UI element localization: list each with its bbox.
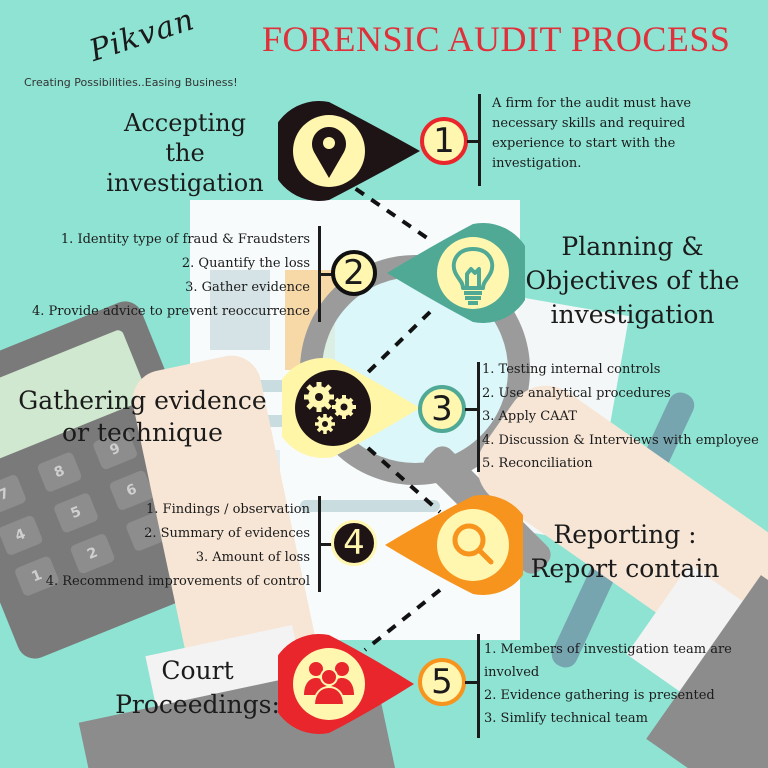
step-3-pin: [282, 358, 420, 458]
heading-line: the investigation: [106, 139, 264, 197]
bracket-bar: [477, 362, 480, 472]
bracket-stub: [467, 140, 479, 143]
paper-line: [300, 500, 440, 512]
step-4-details: 1. Findings / observation 2. Summary of …: [10, 498, 310, 594]
bracket-bar: [318, 226, 321, 322]
bracket-stub: [465, 681, 477, 684]
detail-line: 4. Recommend improvements of control: [45, 574, 310, 589]
detail-line: A firm for the audit must have: [492, 96, 692, 111]
detail-line: 3. Gather evidence: [185, 280, 310, 295]
page-title: FORENSIC AUDIT PROCESS: [262, 19, 731, 59]
step-3-heading: Gathering evidence or technique: [15, 385, 270, 449]
step-1-heading: Accepting the investigation: [90, 108, 280, 198]
step-5-pin: [278, 634, 414, 734]
step-3-details: 1. Testing internal controls 2. Use anal…: [482, 358, 768, 476]
step-4-heading: Reporting : Report contain: [520, 518, 730, 586]
step-3-number-badge: 3: [418, 385, 466, 433]
detail-line: 2. Summary of evidences: [144, 526, 310, 541]
heading-line: Objectives of the: [525, 266, 740, 295]
step-2-pin: [387, 223, 525, 323]
company-tagline: Creating Possibilities..Easing Business!: [24, 76, 238, 89]
detail-line: 5. Reconciliation: [482, 456, 593, 471]
heading-line: investigation: [550, 300, 715, 329]
heading-line: Accepting: [124, 109, 246, 137]
lightbulb-icon: [451, 247, 495, 305]
step-2-details: 1. Identity type of fraud & Fraudsters 2…: [10, 228, 310, 324]
step-1-details: A firm for the audit must have necessary…: [492, 94, 732, 174]
detail-line: investigation.: [492, 156, 582, 171]
step-2-number-badge: 2: [331, 250, 377, 296]
heading-line: or technique: [62, 418, 223, 447]
paper-block: [210, 270, 270, 350]
people-group-icon: [304, 662, 354, 706]
magnifier-icon: [452, 523, 494, 565]
bracket-stub: [320, 273, 332, 276]
bracket-bar: [477, 634, 480, 738]
step-5-heading: Court Proceedings:: [110, 654, 285, 722]
detail-line: 2. Evidence gathering is presented: [484, 688, 715, 703]
heading-line: Report contain: [530, 554, 720, 583]
step-4-pin: [385, 495, 523, 595]
heading-line: Proceedings:: [115, 690, 280, 719]
location-pin-icon: [312, 127, 346, 178]
detail-line: 1. Findings / observation: [146, 502, 310, 517]
heading-line: Court: [161, 656, 234, 685]
step-5-number-badge: 5: [418, 658, 466, 706]
detail-line: 3. Apply CAAT: [482, 409, 577, 424]
bracket-stub: [465, 408, 477, 411]
detail-line: necessary skills and required: [492, 116, 686, 131]
detail-line: 3. Simlify technical team: [484, 711, 648, 726]
step-2-heading: Planning & Objectives of the investigati…: [520, 230, 745, 332]
detail-line: involved: [484, 665, 540, 680]
detail-line: 3. Amount of loss: [195, 550, 310, 565]
bracket-bar: [478, 94, 481, 186]
detail-line: 4. Provide advice to prevent reoccurrenc…: [32, 304, 310, 319]
detail-line: 1. Testing internal controls: [482, 362, 661, 377]
step-5-details: 1. Members of investigation team are inv…: [484, 638, 764, 730]
detail-line: 1. Identity type of fraud & Fraudsters: [60, 232, 310, 247]
detail-line: experience to start with the: [492, 136, 676, 151]
heading-line: Gathering evidence: [18, 386, 267, 415]
gears-icon: [304, 382, 356, 434]
bracket-bar: [318, 496, 321, 592]
step-1-number-badge: 1: [420, 117, 468, 165]
detail-line: 1. Members of investigation team are: [484, 642, 732, 657]
bracket-stub: [320, 543, 332, 546]
heading-line: Planning &: [561, 232, 704, 261]
detail-line: 2. Use analytical procedures: [482, 385, 671, 401]
heading-line: Reporting :: [553, 520, 697, 549]
step-1-pin: [278, 101, 420, 201]
detail-line: 4. Discussion & Interviews with employee: [482, 432, 759, 448]
detail-line: 2. Quantify the loss: [181, 256, 310, 271]
step-4-number-badge: 4: [331, 520, 377, 566]
